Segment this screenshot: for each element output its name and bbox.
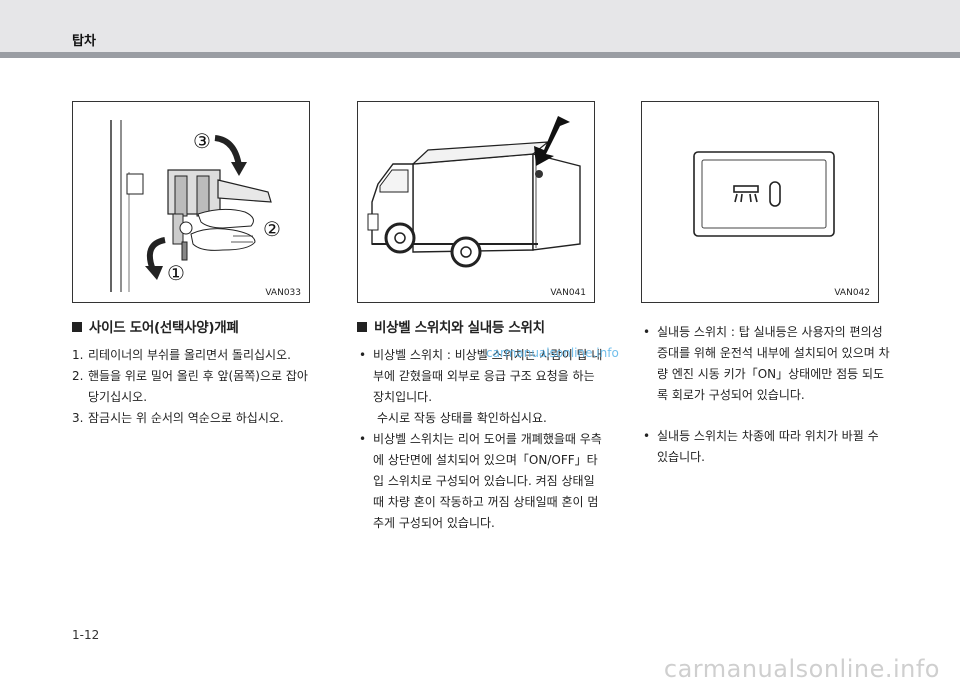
figure-side-door: ③ ② ① VAN033 bbox=[72, 101, 310, 303]
square-bullet-icon bbox=[357, 322, 367, 332]
column-interior-lamp: •실내등 스위치 : 탑 실내등은 사용자의 편의성 증대를 위해 운전석 내부… bbox=[641, 322, 891, 468]
figure-switch-panel: VAN042 bbox=[641, 101, 879, 303]
column-side-door: 사이드 도어(선택사양)개폐 1.리테이너의 부쉬를 올리면서 돌리십시오. 2… bbox=[72, 318, 312, 429]
truck-illustration bbox=[367, 116, 581, 268]
bullet-item: •실내등 스위치 : 탑 실내등은 사용자의 편의성 증대를 위해 운전석 내부… bbox=[643, 325, 890, 402]
bullet-item: •실내등 스위치는 차종에 따라 위치가 바뀔 수 있습니다. bbox=[643, 429, 879, 464]
list-item: 2.핸들을 위로 밀어 올린 후 앞(몸쪽)으로 잡아 당기십시오. bbox=[72, 369, 308, 404]
bullet-item: •비상벨 스위치는 리어 도어를 개폐했을때 우측에 상단면에 설치되어 있으며… bbox=[359, 432, 602, 530]
figure-code: VAN042 bbox=[834, 288, 870, 298]
page-number: 1-12 bbox=[72, 628, 100, 642]
switch-panel-illustration bbox=[693, 151, 835, 237]
side-door-illustration: ③ ② ① bbox=[110, 120, 281, 292]
section-title: 탑차 bbox=[72, 34, 96, 49]
list-item: 3.잠금시는 위 순서의 역순으로 하십시오. bbox=[72, 411, 284, 425]
figure-code: VAN041 bbox=[550, 288, 586, 298]
list-item: 1.리테이너의 부쉬를 올리면서 돌리십시오. bbox=[72, 348, 291, 362]
column-emergency-switch: 비상벨 스위치와 실내등 스위치 •비상벨 스위치 : 비상벨 스위치는 사람이… bbox=[357, 318, 605, 534]
callout-1: ① bbox=[167, 261, 185, 285]
figure-code: VAN033 bbox=[265, 288, 301, 298]
watermark-middle: carmanualsonline.info bbox=[486, 346, 619, 360]
square-bullet-icon bbox=[72, 322, 82, 332]
callout-2: ② bbox=[263, 217, 281, 241]
note-text: 수시로 작동 상태를 확인하십시요. bbox=[377, 411, 547, 425]
watermark-bottom: carmanualsonline.info bbox=[663, 655, 940, 683]
callout-3: ③ bbox=[193, 129, 211, 153]
bullet-item: •비상벨 스위치 : 비상벨 스위치는 사람이 탑 내부에 갇혔을때 외부로 응… bbox=[359, 348, 603, 404]
heading-side-door: 사이드 도어(선택사양)개폐 bbox=[72, 318, 312, 339]
header-bar bbox=[0, 0, 960, 52]
figure-truck: VAN041 bbox=[357, 101, 595, 303]
heading-emergency-switch: 비상벨 스위치와 실내등 스위치 bbox=[357, 318, 605, 339]
header-divider bbox=[0, 52, 960, 58]
